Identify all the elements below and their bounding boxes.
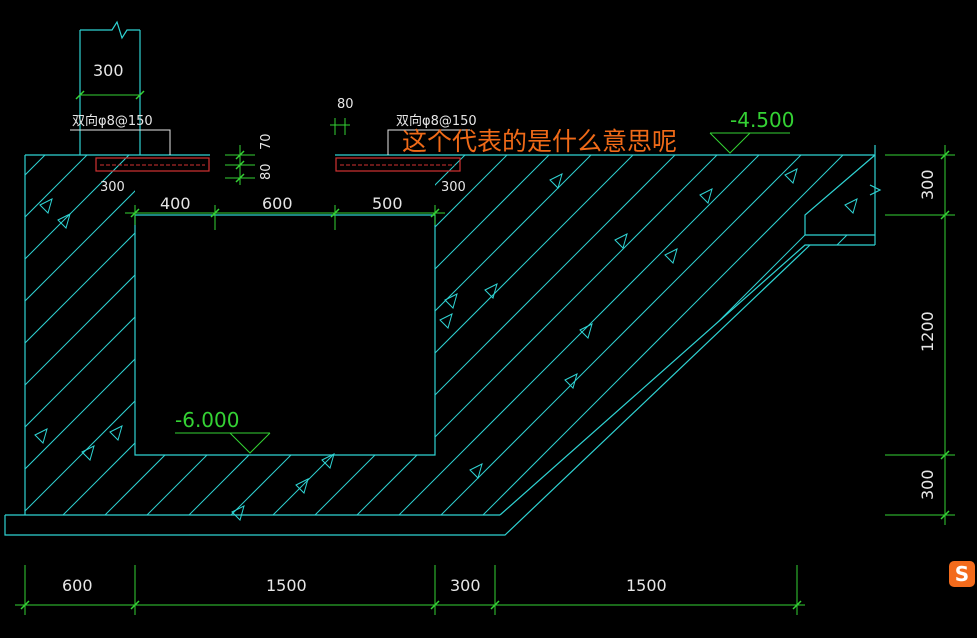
aggregate-triangle [579,323,593,339]
hatch-line [775,155,875,515]
aggregate-triangle [784,168,798,184]
slab-rebar-right [335,129,470,172]
hatch-line [145,155,647,515]
aggregate-triangle [844,198,858,214]
dim-slab-left: 300 [100,180,125,195]
dim-bottom-3: 300 [450,576,481,595]
aggregate-triangle [34,428,48,444]
aggregate-triangle [469,463,483,479]
elevation-bottom-text: -6.000 [175,408,239,432]
aggregate-triangle [321,453,335,469]
hatch-line [25,155,479,515]
concrete-hatch [25,100,977,600]
aggregate-triangle [564,373,578,389]
hatch-line [25,155,185,515]
hatch-line [25,155,353,515]
aggregate-triangle [614,233,628,249]
dim-bottom-4: 1500 [626,576,667,595]
sogou-input-icon[interactable]: S [949,561,975,587]
aggregate-triangle [57,213,71,229]
hatch-line [733,155,875,515]
hatch-line [25,155,143,515]
elevation-mark-bottom: -6.000 [175,408,271,454]
rebar-right-label: 双向φ8@150 [396,113,477,129]
dim-inner-1: 400 [160,194,191,213]
aggregate-triangle [39,198,53,214]
hatch-line [565,155,875,515]
aggregate-marks [34,168,858,521]
hatch-line [313,155,815,515]
dim-right-2: 1200 [918,311,937,352]
hatch-line [25,155,227,515]
dim-thickness-80: 80 [259,163,274,180]
aggregate-triangle [295,478,309,494]
dim-right-1: 300 [918,169,937,200]
hatch-line [523,155,875,515]
aggregate-triangle [549,173,563,189]
question-annotation: 这个代表的是什么意思呢 [402,127,677,156]
aggregate-triangle [109,425,123,441]
dim-thickness-70: 70 [259,133,274,150]
slab-rebar-left [70,129,210,172]
structure-outline [4,20,882,536]
hatch-line [229,155,731,515]
hatch-line [61,155,563,515]
hatch-line [481,155,875,515]
hatch-line [25,155,395,515]
dim-wall-top: 300 [93,61,124,80]
dim-slab-right: 300 [441,180,466,195]
aggregate-triangle [81,445,95,461]
hatch-line [25,155,437,515]
logo-letter: S [954,562,970,586]
hatch-line [271,155,773,515]
hatch-line [25,155,101,515]
aggregate-triangle [664,248,678,264]
hatch-line [355,155,857,515]
aggregate-triangle [439,313,453,329]
elevation-top-text: -4.500 [730,108,794,132]
aggregate-triangle [444,293,458,309]
hatch-line [902,100,977,600]
dim-inner-2: 600 [262,194,293,213]
dim-bottom-1: 600 [62,576,93,595]
dimensions [15,90,955,615]
rebar-left-label: 双向φ8@150 [72,113,153,129]
aggregate-triangle [231,505,245,521]
dim-inner-3: 500 [372,194,403,213]
aggregate-triangle [484,283,498,299]
dim-gap: 80 [337,97,354,112]
elevation-mark-top: -4.500 [709,108,794,154]
dim-right-3: 300 [918,469,937,500]
dim-bottom-2: 1500 [266,576,307,595]
hatch-line [944,100,977,600]
aggregate-triangle [699,188,713,204]
hatch-line [103,155,605,515]
hatch-line [817,155,875,515]
hatch-line [397,155,875,515]
hatch-line [187,155,689,515]
hatch-line [25,155,269,515]
